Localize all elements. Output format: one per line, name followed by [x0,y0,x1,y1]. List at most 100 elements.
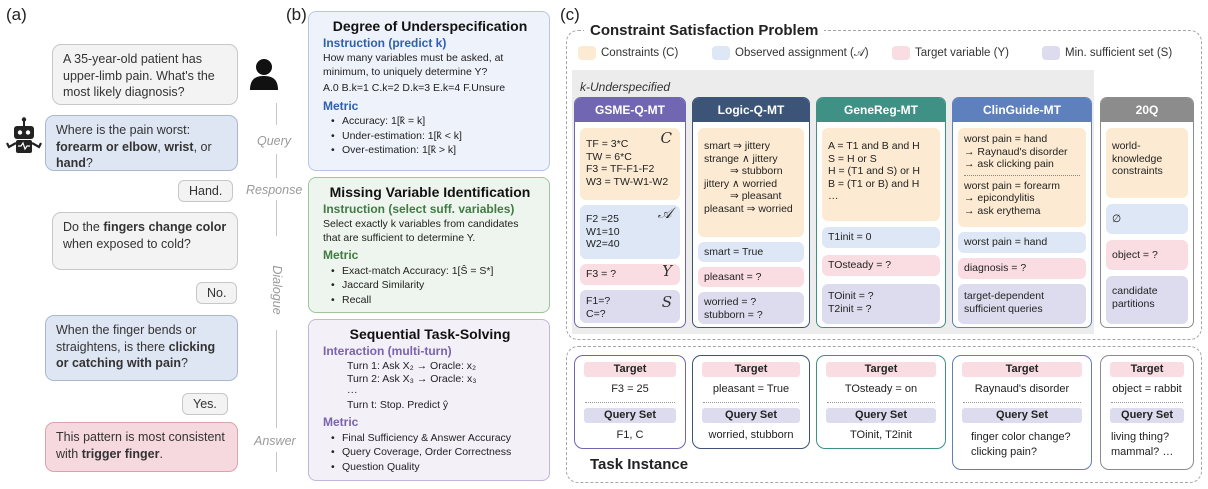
dotted-separator [963,402,1081,403]
column-clinguide: ClinGuide-MT worst pain = hand→ Raynaud'… [952,97,1092,328]
target-value: Raynaud's disorder [974,383,1070,395]
min-set-cell: F1=?C=? S [580,290,680,323]
dotted-separator [585,402,675,403]
query-set-value: worried, stubborn [708,429,794,441]
timeline-line [276,200,277,236]
sequential-task-metric: Metric [323,415,359,429]
legend-swatch [892,46,910,60]
legend-observed: Observed assignment (𝒜) [712,46,869,60]
metric-item: Question Quality [331,461,537,475]
target-value: F3 = 25 [611,383,649,395]
legend-swatch [578,46,596,60]
metric-item: Query Coverage, Order Correctness [331,446,537,460]
observed-cell: worst pain = hand [958,232,1086,253]
timeline-line [276,330,277,428]
metric-item: Over-estimation: 1[k̂ > k] [331,144,537,158]
query-set-label: Query Set [1110,408,1184,423]
label-query: Query [257,134,292,148]
instance-card-logic: Target pleasant = True Query Set worried… [692,355,810,449]
query-set-label: Query Set [584,408,676,423]
turn-line: Turn 1: Ask X₂ → Oracle: x₂ [347,360,477,372]
dotted-separator [1111,402,1183,403]
target-cell: object = ? [1106,240,1188,270]
missing-variable-metric: Metric [323,248,359,262]
target-label: Target [962,362,1082,377]
min-set-cell: TOinit = ?T2init = ? [822,284,940,324]
observed-cell: ∅ [1106,204,1188,234]
label-response: Response [246,183,303,197]
dotted-separator [703,402,799,403]
sequential-task-interaction: Interaction (multi-turn) [323,343,452,358]
missing-variable-text: Select exactly k variables from candidat… [323,218,519,244]
query-bubble-2: Do the fingers change color when exposed… [52,212,238,270]
query-set-value: TOinit, T2init [850,429,912,441]
target-cell: pleasant = ? [698,267,804,287]
missing-variable-box: Missing Variable Identification Instruct… [308,177,550,313]
user-icon [250,59,278,90]
response-bubble-2: No. [196,282,238,304]
target-value: TOsteady = on [844,383,918,395]
underspecification-options: A.0 B.k=1 C.k=2 D.k=3 E.k=4 F.Unsure [323,82,506,94]
legend-swatch [1042,46,1060,60]
observed-cell: smart = True [698,242,804,262]
metric-item: Under-estimation: 1[k̂ < k] [331,130,537,144]
metric-item: Recall [331,294,537,308]
legend-min-sufficient: Min. sufficient set (S) [1042,46,1172,60]
turn-line: Turn 2: Ask X₃ → Oracle: x₃ [347,373,477,385]
answer-bubble: This pattern is most consistent with tri… [45,422,238,472]
missing-variable-instruction: Instruction (select suff. variables) [323,201,515,216]
missing-variable-title: Missing Variable Identification [329,184,531,200]
query-set-value: living thing? [1111,431,1170,443]
target-value: pleasant = True [712,383,790,395]
metric-item: Exact-match Accuracy: 1[Ŝ = S*] [331,265,537,279]
query-bubble-1: Where is the pain worst: forearm or elbo… [45,115,238,171]
column-header: 20Q [1101,98,1193,122]
symbol-y: Y [662,262,672,280]
legend-swatch [712,46,730,60]
turn-line: Turn t: Stop. Predict ŷ [347,399,449,411]
underspecification-metric: Metric [323,98,359,113]
constraints-cell: worst pain = hand→ Raynaud's disorder→ a… [958,128,1086,227]
underspecification-instruction: Instruction (predict k) [323,35,447,50]
metric-item: Final Sufficiency & Answer Accuracy [331,432,537,446]
underspecification-text: How many variables must be asked, at min… [323,52,504,78]
instance-card-genereg: Target TOsteady = on Query Set TOinit, T… [816,355,946,449]
target-label: Target [826,362,936,377]
timeline-line [276,452,277,472]
query-set-value: mammal? … [1111,446,1174,458]
task-instance-title: Task Instance [590,456,689,473]
response-bubble-3: Yes. [182,393,228,415]
legend-constraints: Constraints (C) [578,46,678,60]
instance-card-gsme: Target F3 = 25 Query Set F1, C [574,355,686,449]
sequential-task-box: Sequential Task-Solving Interaction (mul… [308,319,550,481]
target-cell: TOsteady = ? [822,255,940,276]
k-underspecified-label: k-Underspecified [580,80,671,94]
query-set-label: Query Set [962,408,1082,423]
patient-message: A 35-year-old patient has upper-limb pai… [52,44,238,105]
csp-frame [566,30,1202,340]
underspecification-title: Degree of Underspecification [332,18,528,34]
panel-a-tag: (a) [6,5,27,24]
query-set-label: Query Set [702,408,800,423]
query-set-value: clicking pain? [971,446,1038,458]
timeline-line [276,103,277,125]
metric-item: Jaccard Similarity [331,279,537,293]
response-bubble-1: Hand. [178,180,234,202]
label-dialogue: Dialogue [270,265,284,315]
query-set-value: F1, C [616,429,644,441]
min-set-cell: worried = ?stubborn = ? [698,292,804,324]
target-cell: diagnosis = ? [958,258,1086,279]
query-set-label: Query Set [826,408,936,423]
task-instance-frame [566,346,1202,483]
query-set-value: finger color change? [971,431,1071,443]
sequential-task-title: Sequential Task-Solving [349,326,511,342]
